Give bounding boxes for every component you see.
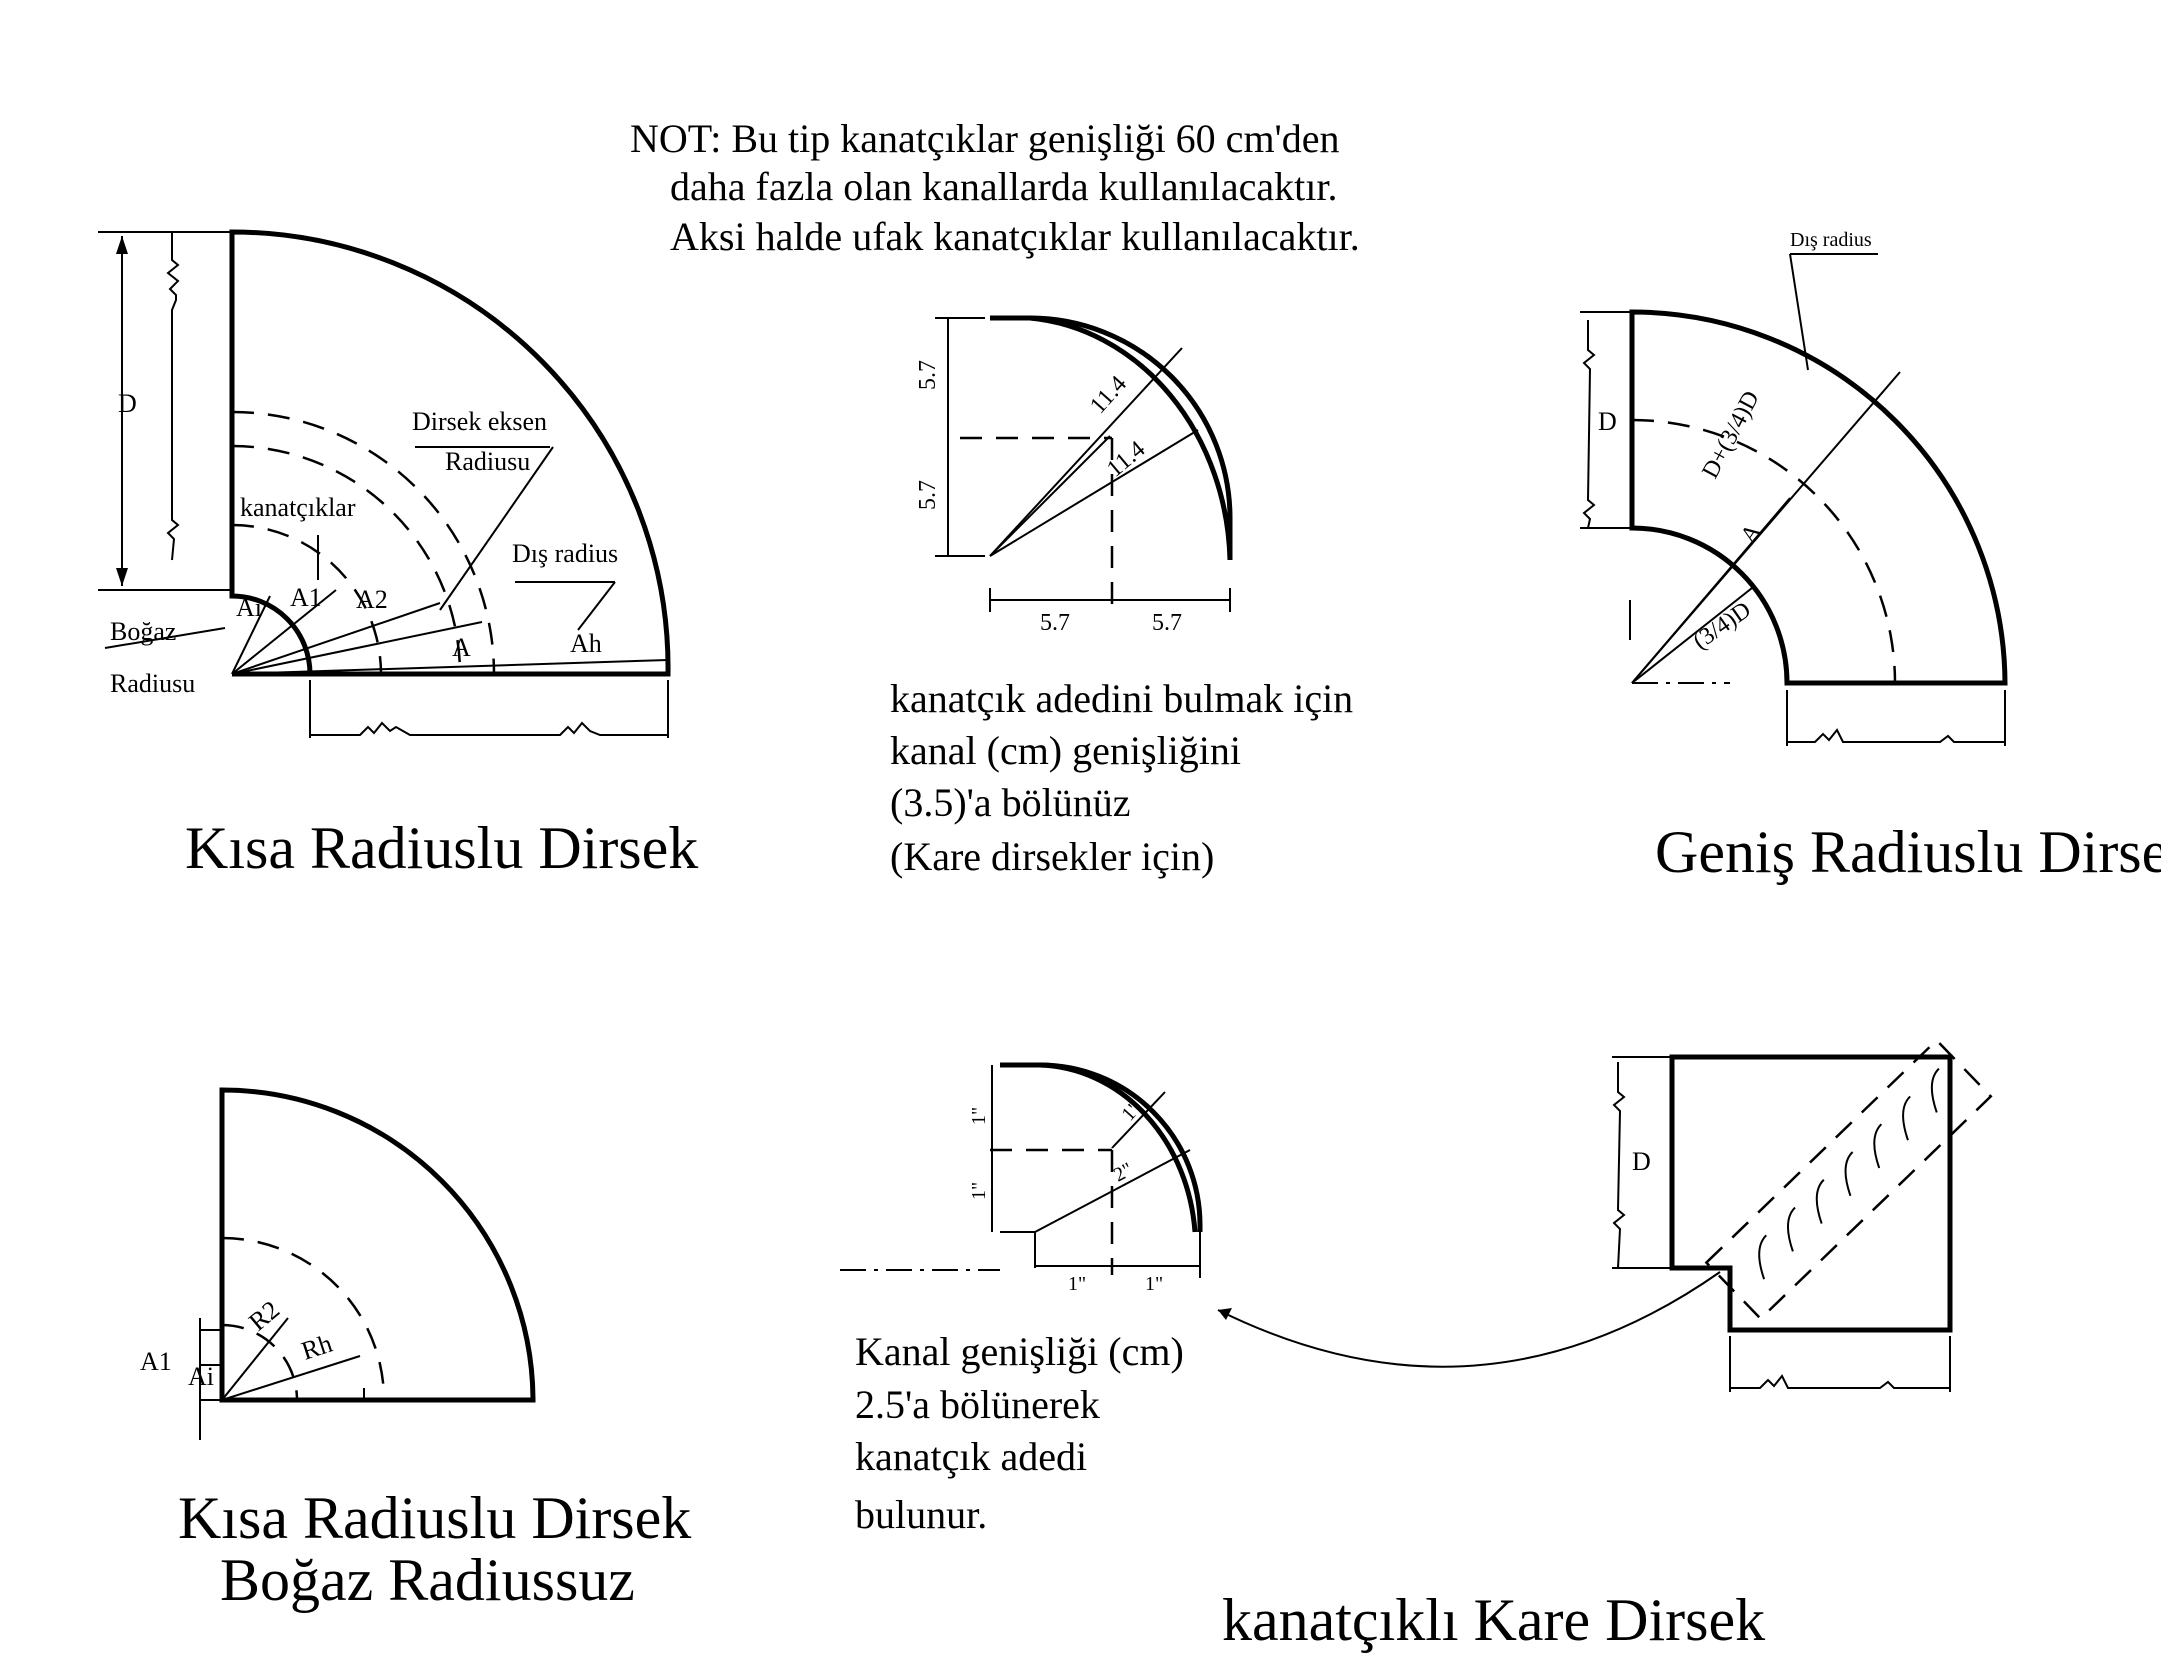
small-dim-top: 1": [968, 1107, 990, 1125]
square-break-left: [1612, 1062, 1626, 1269]
leader-bogaz: [104, 627, 226, 649]
vane-outer-curve: [990, 315, 1233, 560]
wide-label-d-plus: D+(3/4)D: [1697, 387, 1764, 483]
break-line-left: [166, 232, 180, 561]
square-break-bottom: [1730, 1374, 1950, 1389]
wide-elbow-outline: [1629, 309, 2008, 686]
square-elbow: D kanatçıklı Kare Dirsek: [1222, 1038, 1993, 1653]
wide-centerline-arc: [1631, 418, 1897, 684]
label-dis-radius: Dış radius: [512, 539, 618, 568]
label-a2: A2: [356, 585, 388, 614]
label-kanatciklar: kanatçıklar: [240, 493, 356, 522]
wide-radius-elbow: Dış radius D D+(3/4)D A (3/4)D Geniş Rad…: [1580, 229, 2161, 885]
dim-mid: 5.7: [915, 480, 941, 510]
throatless-label-rh: Rh: [298, 1329, 336, 1366]
note-line-2: daha fazla olan kanallarda kullanılacakt…: [670, 164, 1337, 209]
wide-label-d: D: [1598, 407, 1617, 436]
wide-leader: [1789, 253, 1809, 371]
leader-dis: [577, 581, 616, 631]
small-dim-bottom-right: 1": [1145, 1273, 1163, 1295]
throatless-title-2: Boğaz Radiussuz: [220, 1547, 635, 1613]
label-a: A: [452, 633, 471, 662]
throatless-arc-2: [221, 1323, 299, 1401]
label-ah: Ah: [570, 629, 602, 658]
vane-arc-3: [231, 523, 383, 675]
label-dirsek-eksen: Dirsek eksen: [412, 407, 547, 436]
throatless-r2: [221, 1317, 289, 1401]
dim-bottom-right: 5.7: [1152, 610, 1182, 636]
wide-radius-title: Geniş Radiuslu Dirsek: [1655, 819, 2161, 885]
vane-caption-1: kanatçık adedini bulmak için: [890, 676, 1353, 721]
vane-inner-curve: [1029, 315, 1233, 561]
small-dim-bottom-left: 1": [1068, 1273, 1086, 1295]
radius-line-a2: [231, 602, 441, 675]
small-dim-diag-lower: 2": [1110, 1158, 1136, 1186]
label-radiusu: Radiusu: [445, 447, 530, 476]
radius-line-ah: [231, 659, 669, 675]
vane-diag-top: [989, 347, 1183, 557]
small-dim-mid: 1": [968, 1182, 990, 1200]
vane-diag-upper: [989, 435, 1111, 557]
leader-eksen: [439, 446, 554, 611]
callout-arrowhead: [1218, 1308, 1232, 1320]
vane-caption-2: kanal (cm) genişliğini: [890, 728, 1241, 773]
label-bogaz: Boğaz: [110, 617, 176, 646]
radius-line-ai: [231, 595, 271, 675]
square-label-d: D: [1632, 1147, 1651, 1176]
vane-diag-lower: [989, 429, 1199, 557]
vane-caption-3: (3.5)'a bölünüz: [890, 780, 1130, 825]
note-block: NOT: Bu tip kanatçıklar genişliği 60 cm'…: [630, 116, 1360, 259]
throatless-label-ai: Ai: [188, 1362, 214, 1391]
note-line-3: Aksi halde ufak kanatçıklar kullanılacak…: [670, 214, 1360, 259]
small-caption-2: 2.5'a bölünerek: [855, 1382, 1100, 1427]
square-elbow-title: kanatçıklı Kare Dirsek: [1222, 1587, 1765, 1653]
throatless-label-a1: A1: [140, 1347, 172, 1376]
dim-bottom-left: 5.7: [1040, 610, 1070, 636]
wide-break-bottom: [1787, 728, 2005, 743]
dim-diag-lower: 11.4: [1102, 436, 1150, 482]
dim-diag-upper: 11.4: [1085, 371, 1132, 419]
small-caption-1: Kanal genişliği (cm): [855, 1329, 1184, 1374]
note-line-1: NOT: Bu tip kanatçıklar genişliği 60 cm'…: [630, 116, 1340, 161]
throatless-outline: [219, 1087, 536, 1403]
radius-line-a1: [231, 589, 337, 675]
vane-caption-4: (Kare dirsekler için): [890, 834, 1214, 879]
label-ai: Ai: [236, 593, 262, 622]
vane-detail: 5.7 5.7 5.7 5.7 11.4 11.4 kanatçık adedi…: [890, 315, 1353, 879]
vane-array-frame: [1704, 1038, 1993, 1321]
small-caption-4: bulunur.: [855, 1492, 987, 1537]
small-vane-diag-upper: [1111, 1091, 1166, 1149]
dim-top: 5.7: [915, 360, 941, 390]
throatless-arc-1: [221, 1236, 386, 1401]
break-line-bottom: [310, 721, 668, 736]
vane-blades: [1758, 1067, 1940, 1280]
throatless-elbow: A1 Ai R2 Rh Kısa Radiuslu Dirsek Boğaz R…: [140, 1087, 691, 1613]
short-radius-title: Kısa Radiuslu Dirsek: [185, 815, 698, 881]
wide-label-a: A: [1736, 519, 1768, 549]
label-bogaz-radiusu: Radiusu: [110, 669, 195, 698]
wide-break-left: [1582, 320, 1596, 529]
callout-arrow: [1217, 1271, 1721, 1368]
small-vane-inner: [1039, 1062, 1198, 1233]
wide-radius-a: [1631, 497, 1791, 684]
vane-array: [1704, 1038, 1993, 1321]
radius-line-a: [231, 621, 483, 675]
small-caption-3: kanatçık adedi: [855, 1434, 1087, 1479]
short-radius-elbow: D Dirsek eksen Radiusu kanatçıklar Dış r…: [98, 229, 698, 881]
throatless-rh: [221, 1355, 361, 1401]
small-vane-detail: 1" 1" 1" 2" 1" 1" Kanal genişliği (cm) 2…: [840, 1062, 1721, 1537]
wide-label-dis-radius: Dış radius: [1790, 229, 1872, 251]
wide-radius-inner: [1631, 587, 1753, 684]
label-a1: A1: [290, 583, 322, 612]
elbow-outline: [229, 229, 671, 677]
vane-arc-2: [231, 444, 462, 675]
label-d: D: [118, 389, 137, 418]
throatless-title-1: Kısa Radiuslu Dirsek: [178, 1485, 691, 1551]
